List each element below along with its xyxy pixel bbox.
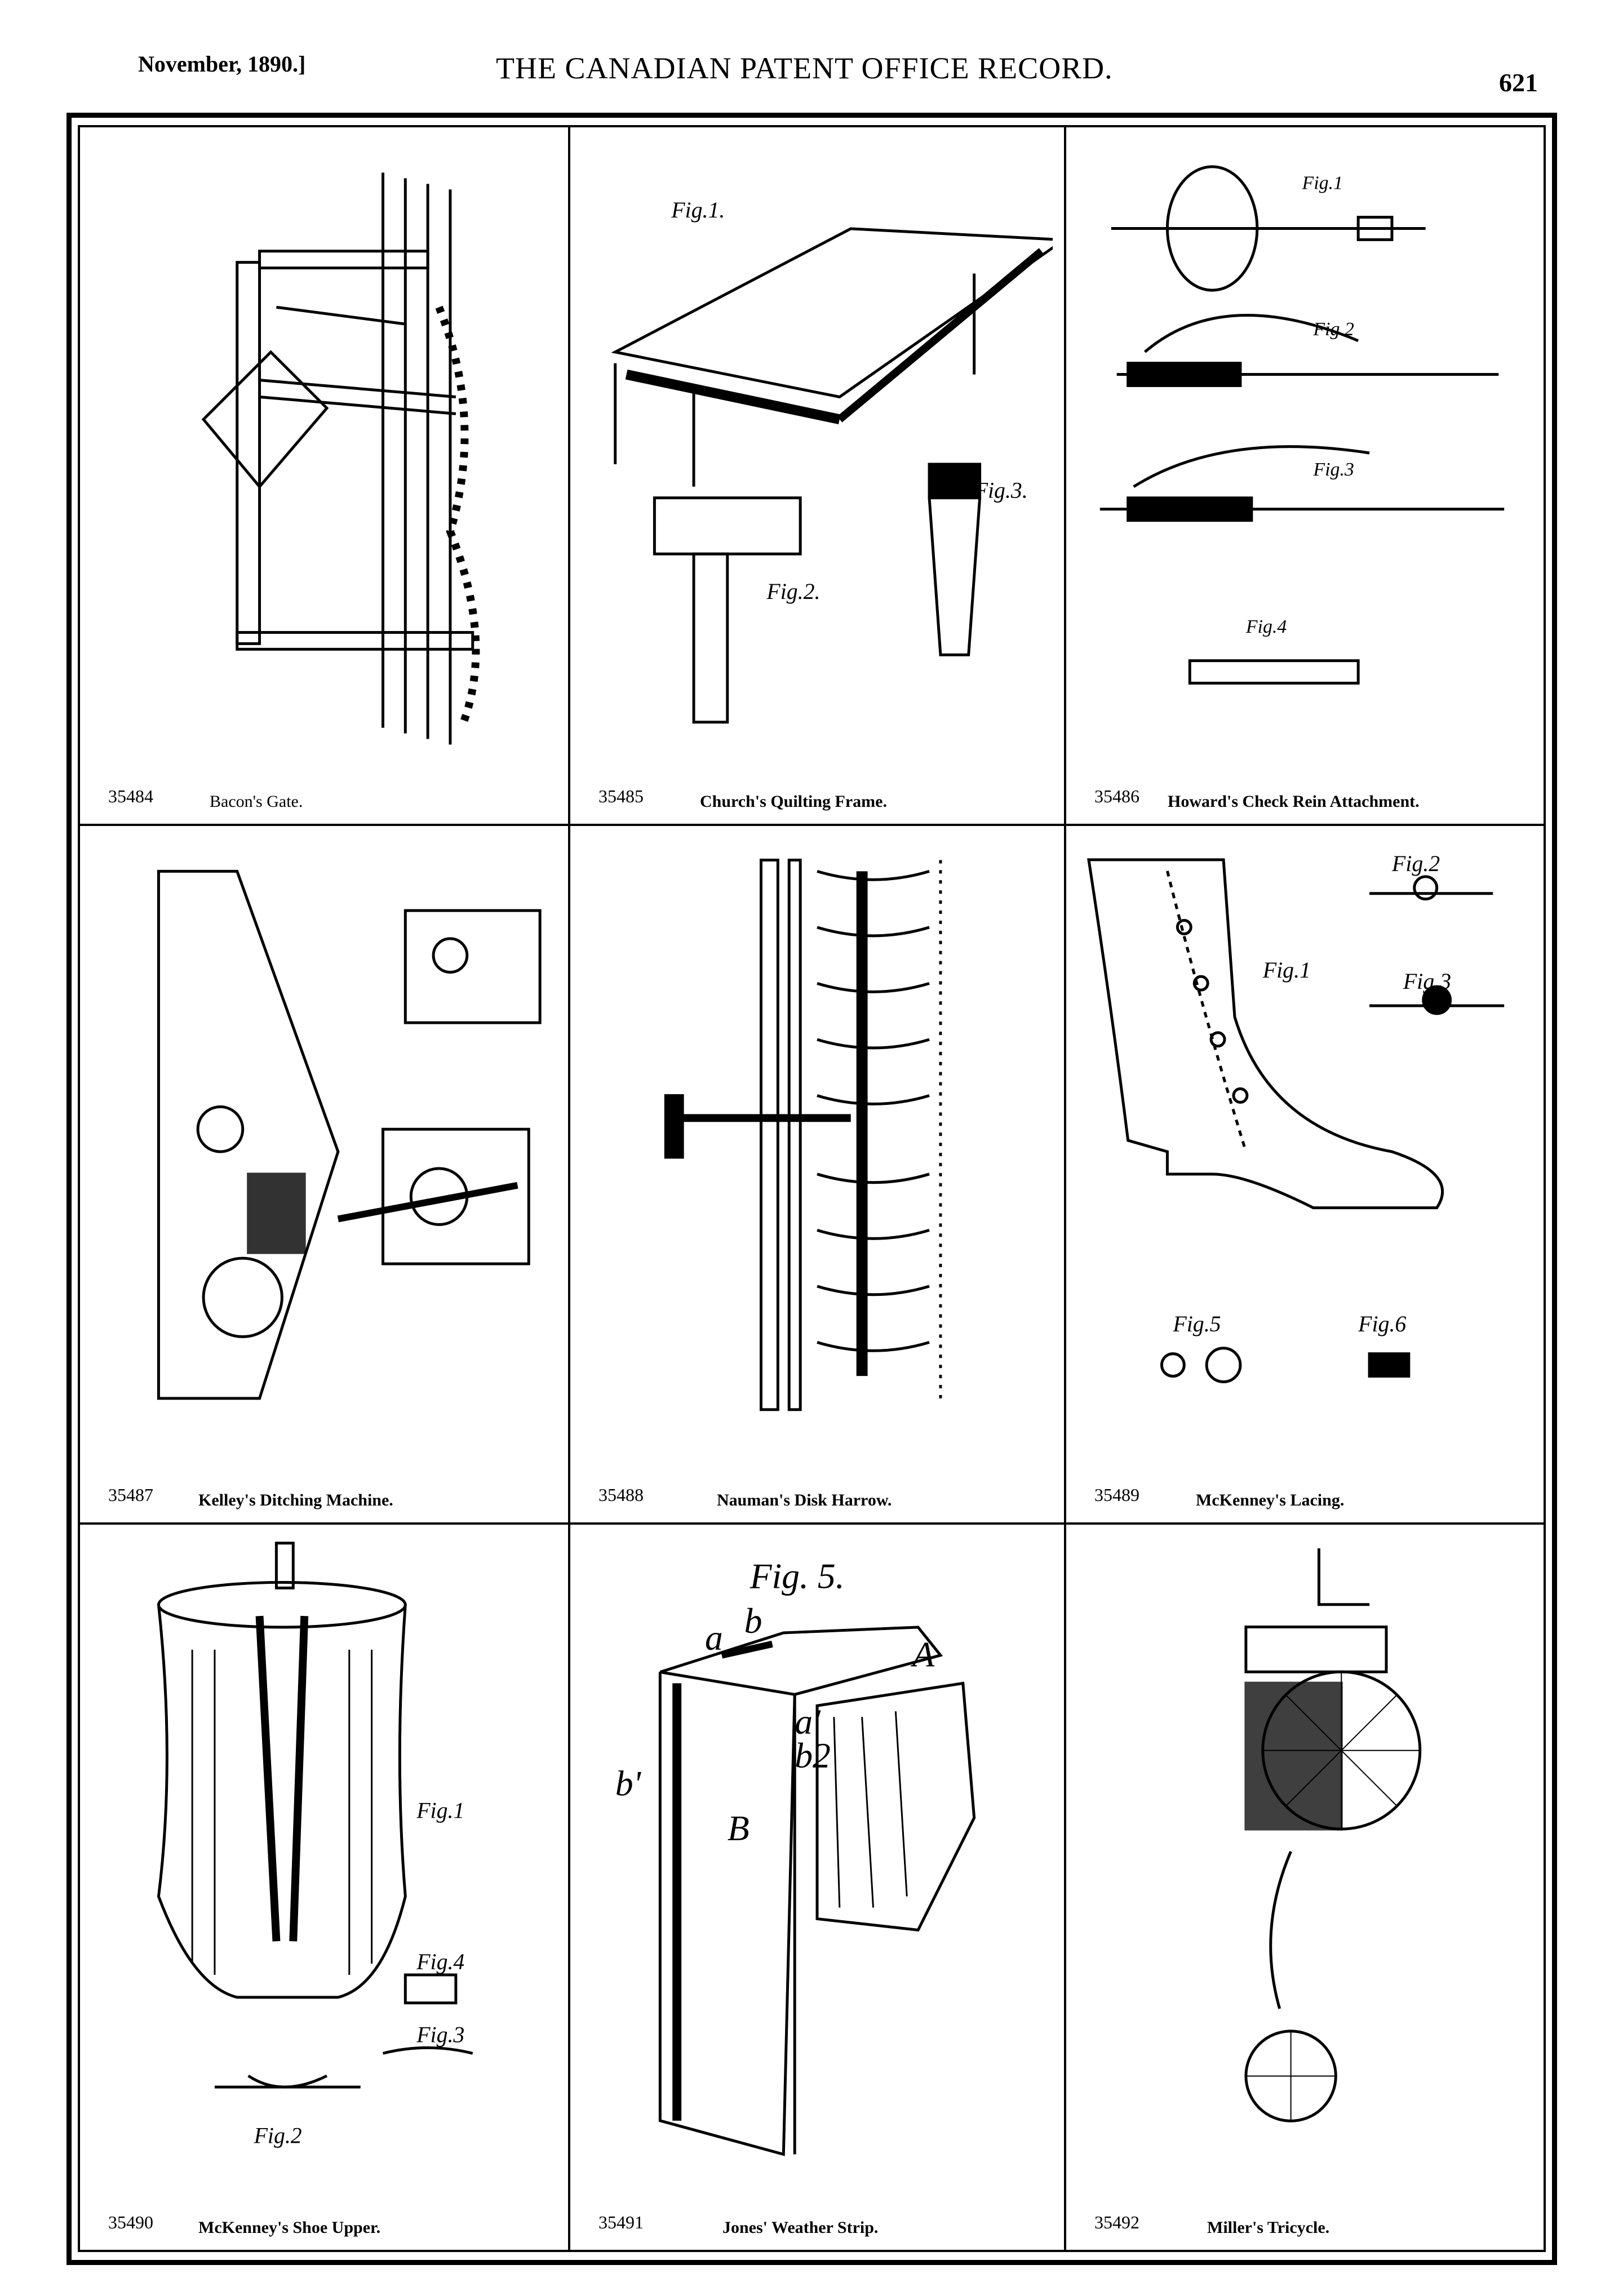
patent-cell-35490: Fig.1 Fig.4 Fig.3 Fig.2 35490 McKenney's…	[80, 1525, 570, 2250]
patent-cell-35487: 35487 Kelley's Ditching Machine.	[80, 826, 570, 1525]
fig-label: Fig.3.	[974, 478, 1028, 503]
inner-frame	[78, 125, 1546, 2252]
tricycle-drawing	[1244, 1548, 1422, 2122]
lacing-drawing: Fig.2 Fig.1 Fig.3 Fig.5 Fig.6	[1087, 851, 1505, 1383]
patent-name: Kelley's Ditching Machine.	[198, 1491, 393, 1509]
disk-harrow-drawing	[664, 858, 942, 1411]
check-rein-drawing: Fig.1 Fig.2 Fig.3 Fig.4	[1099, 165, 1505, 685]
fig-label: Fig.5	[1172, 1311, 1221, 1336]
patent-number: 35484	[108, 786, 153, 806]
caption: 35489 McKenney's Lacing.	[1089, 1476, 1527, 1510]
caption: 35487 Kelley's Ditching Machine.	[103, 1476, 551, 1510]
journal-title: THE CANADIAN PATENT OFFICE RECORD.	[496, 51, 1113, 85]
header-date: November, 1890.]	[138, 51, 306, 77]
patent-number: 35492	[1094, 2212, 1139, 2232]
ditching-machine-drawing	[157, 869, 542, 1400]
patent-cell-35488: 35488 Nauman's Disk Harrow.	[570, 826, 1066, 1525]
weather-strip-drawing: Fig. 5. a b a' b2 b' B A	[615, 1556, 976, 2156]
patent-name: Howard's Check Rein Attachment.	[1168, 792, 1420, 811]
part-label: b'	[615, 1764, 642, 1804]
fig-label: Fig.6	[1358, 1311, 1406, 1336]
patent-cell-35489: Fig.2 Fig.1 Fig.3 Fig.5 Fig.6 35489 McKe…	[1066, 826, 1544, 1525]
patent-number: 35487	[108, 1485, 153, 1505]
patent-cell-35486: Fig.1 Fig.2 Fig.3 Fig.4 35486 Howard's C…	[1066, 127, 1544, 826]
fig-label: Fig.3	[1403, 969, 1451, 994]
fig-title: Fig. 5.	[750, 1556, 845, 1596]
caption: 35488 Nauman's Disk Harrow.	[593, 1476, 1047, 1510]
fig-label: Fig.2	[1312, 319, 1354, 340]
fig-label: Fig.2	[1391, 851, 1440, 876]
fig-label: Fig.3	[416, 2022, 464, 2047]
part-label: a'	[795, 1702, 821, 1742]
caption: 35484 Bacon's Gate.	[103, 778, 551, 811]
fig-label: Fig.4	[1245, 616, 1287, 637]
part-label: a	[705, 1618, 723, 1658]
part-label: B	[728, 1808, 750, 1848]
caption: 35485 Church's Quilting Frame.	[593, 778, 1047, 811]
fig-label: Fig.1	[1302, 173, 1343, 194]
part-label: b2	[795, 1735, 831, 1775]
patent-name: McKenney's Lacing.	[1196, 1491, 1345, 1509]
patent-cell-35492: 35492 Miller's Tricycle.	[1066, 1525, 1544, 2250]
page-number: 621	[1499, 68, 1538, 97]
fig-label: Fig.4	[416, 1949, 464, 1974]
fig-label: Fig.3	[1312, 459, 1354, 480]
patent-name: Nauman's Disk Harrow.	[717, 1491, 892, 1509]
patent-cell-35485: Fig.1. Fig.2. Fig.3. 35485 Church's Quil…	[570, 127, 1066, 826]
patent-name: Church's Quilting Frame.	[700, 792, 887, 811]
caption: 35492 Miller's Tricycle.	[1089, 2204, 1527, 2237]
caption: 35491 Jones' Weather Strip.	[593, 2204, 1047, 2237]
quilting-frame-drawing: Fig.1. Fig.2. Fig.3.	[611, 198, 1053, 724]
fig-label: Fig.1.	[671, 198, 725, 223]
patent-cell-35491: Fig. 5. a b a' b2 b' B A 35491 Jones' We…	[570, 1525, 1066, 2250]
fig-label: Fig.2	[254, 2124, 302, 2148]
part-label: A	[910, 1635, 935, 1675]
part-label: b	[744, 1601, 762, 1641]
caption: 35490 McKenney's Shoe Upper.	[103, 2204, 551, 2237]
caption: 35486 Howard's Check Rein Attachment.	[1089, 778, 1527, 811]
patent-number: 35491	[598, 2212, 644, 2232]
patent-number: 35488	[598, 1485, 644, 1505]
patent-number: 35490	[108, 2212, 153, 2232]
patent-name: Bacon's Gate.	[210, 792, 303, 811]
patent-number: 35486	[1094, 786, 1139, 806]
outer-frame	[66, 113, 1557, 2265]
patent-name: McKenney's Shoe Upper.	[198, 2218, 381, 2237]
patent-name: Jones' Weather Strip.	[722, 2218, 879, 2237]
fig-label: Fig.2.	[766, 579, 820, 604]
fig-label: Fig.1	[416, 1798, 464, 1823]
patent-name: Miller's Tricycle.	[1207, 2218, 1330, 2237]
gate-drawing	[201, 172, 480, 745]
fig-label: Fig.1	[1262, 957, 1311, 983]
shoe-upper-drawing: Fig.1 Fig.4 Fig.3 Fig.2	[157, 1542, 473, 2148]
patent-number: 35485	[598, 786, 644, 806]
patent-grid: 35484 Bacon's Gate. Fig.1. Fig.2. Fig.3.…	[80, 127, 1544, 2250]
patent-number: 35489	[1094, 1485, 1139, 1505]
patent-cell-35484: 35484 Bacon's Gate.	[80, 127, 570, 826]
